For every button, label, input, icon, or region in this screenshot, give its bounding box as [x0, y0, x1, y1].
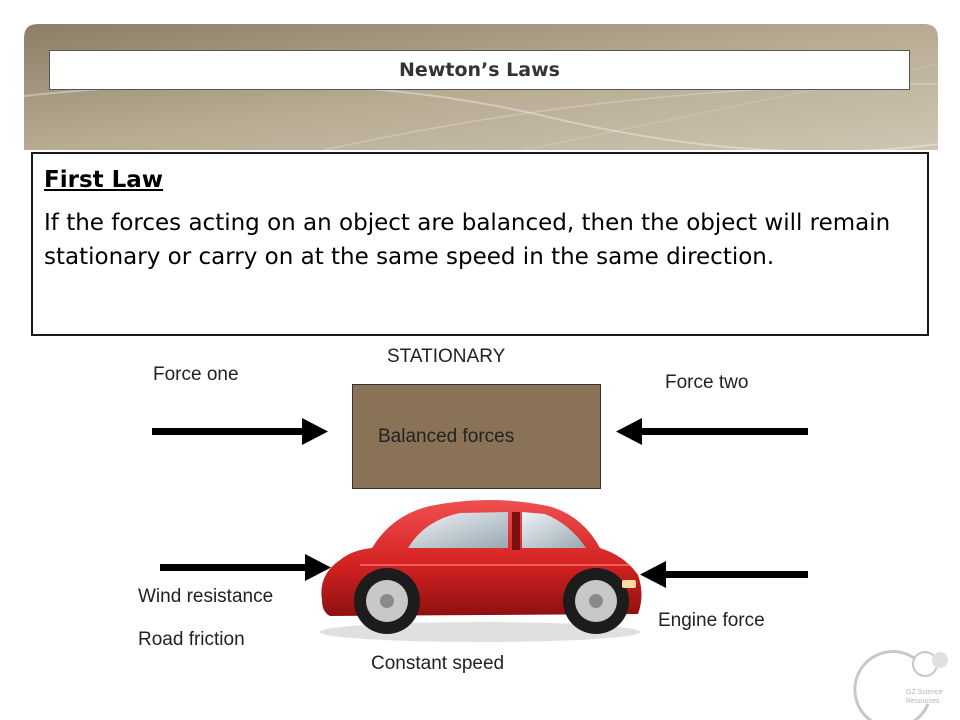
- force-one-arrow: [152, 418, 328, 445]
- force-one-label: Force one: [153, 364, 239, 385]
- law-text: If the forces acting on an object are ba…: [44, 210, 891, 270]
- force-two-label: Force two: [665, 372, 749, 393]
- stationary-label: STATIONARY: [387, 346, 506, 367]
- box-label: Balanced forces: [378, 426, 515, 447]
- road-friction-label: Road friction: [138, 629, 245, 650]
- slide-title: Newton’s Laws: [49, 50, 910, 90]
- constant-speed-label: Constant speed: [371, 653, 505, 674]
- resistance-arrow: [160, 554, 331, 581]
- engine-force-arrow: [640, 561, 808, 588]
- force-two-arrow: [616, 418, 808, 445]
- wind-resistance-label: Wind resistance: [138, 586, 274, 607]
- svg-text:GZ Science: GZ Science: [906, 689, 943, 696]
- stationary-box: [352, 384, 601, 489]
- first-law-box: First Law If the forces acting on an obj…: [31, 152, 929, 336]
- engine-force-label: Engine force: [658, 610, 765, 631]
- svg-text:Resources: Resources: [906, 698, 940, 705]
- law-heading: First Law: [44, 167, 164, 193]
